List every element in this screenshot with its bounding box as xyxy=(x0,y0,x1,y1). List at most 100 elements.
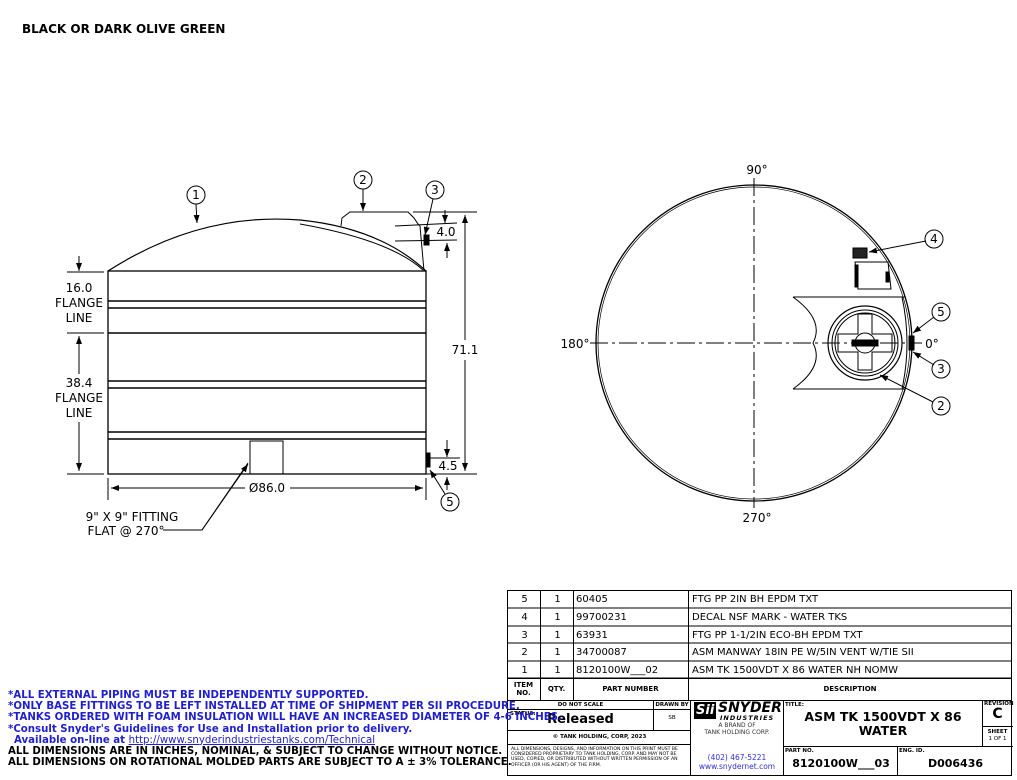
balloon-2-top xyxy=(931,396,951,416)
angle-180: 180° xyxy=(561,337,590,351)
balloon-5-label: 5 xyxy=(446,495,454,509)
nsf-decal xyxy=(852,247,868,259)
snyder-logo: Sii SNYDER INDUSTRIES xyxy=(694,700,782,722)
bom-cell-item: 5 xyxy=(521,594,528,605)
disclaimer: ALL DIMENSIONS, DESIGNS, AND INFORMATION… xyxy=(511,747,678,768)
manway-circle xyxy=(827,305,903,381)
bom-cell-part: 99700231 xyxy=(576,612,627,623)
logo-snyder: SNYDER xyxy=(718,700,782,716)
note-foam-insulation: *TANKS ORDERED WITH FOAM INSULATION WILL… xyxy=(8,712,562,724)
part-no-label: PART NO. xyxy=(785,748,814,754)
bom-cell-part: 34700087 xyxy=(576,647,627,658)
drawn-by-value: SB xyxy=(668,715,676,721)
bom-cell-desc: FTG PP 1-1/2IN ECO-BH EPDM TXT xyxy=(692,630,863,641)
balloon-5 xyxy=(440,492,460,512)
top-view xyxy=(590,178,951,508)
bom-header-qty: QTY. xyxy=(547,685,566,693)
balloon-1-label: 1 xyxy=(192,188,200,202)
balloon-5-top xyxy=(931,302,951,322)
balloon-1 xyxy=(186,185,206,205)
title-line-2: WATER xyxy=(858,723,908,738)
bom-cell-qty: 1 xyxy=(554,630,561,641)
bom-cell-part: 8120100W___02 xyxy=(576,665,659,676)
contact: (402) 467-5221 www.snydernet.com xyxy=(691,753,783,771)
general-notes: *ALL EXTERNAL PIPING MUST BE INDEPENDENT… xyxy=(8,690,562,768)
bom-cell-desc: FTG PP 2IN BH EPDM TXT xyxy=(692,594,819,605)
bom-cell-qty: 1 xyxy=(554,665,561,676)
angle-90: 90° xyxy=(746,163,767,177)
note-dimensions: ALL DIMENSIONS ARE IN INCHES, NOMINAL, &… xyxy=(8,746,503,758)
balloon-3-top xyxy=(931,359,951,379)
eng-id-value: D006436 xyxy=(927,757,984,770)
note-piping: *ALL EXTERNAL PIPING MUST BE INDEPENDENT… xyxy=(8,690,369,701)
bom-cell-qty: 1 xyxy=(554,612,561,623)
logo-sii: Sii xyxy=(694,702,717,719)
revision-value: C xyxy=(992,706,1003,722)
bom-cell-part: 63931 xyxy=(576,630,608,641)
note-tolerance: ALL DIMENSIONS ON ROTATIONAL MOLDED PART… xyxy=(8,757,512,769)
fitting-flat xyxy=(249,440,284,475)
balloon-2-label: 2 xyxy=(359,173,367,187)
drawing-views: 1 2 3 5 16.0 FLANGE LINE 38.4 FLANGE LIN… xyxy=(55,163,951,538)
dim-flange-bottom-l2: LINE xyxy=(66,406,93,420)
color-note: BLACK OR DARK OLIVE GREEN xyxy=(22,22,226,36)
fitting-note-l1: 9" X 9" FITTING xyxy=(86,510,179,524)
balloon-5-top-label: 5 xyxy=(937,305,945,319)
eng-id-label: ENG. ID. xyxy=(899,748,925,754)
dim-flange-top-l1: FLANGE xyxy=(55,296,103,310)
drawing-title: ASM TK 1500VDT X 86 WATER xyxy=(784,710,982,738)
dim-bottom-fitting: 4.5 xyxy=(438,459,457,473)
revision-label: REVISION xyxy=(984,701,1014,707)
bom-header-item: ITEM NO. xyxy=(513,681,534,697)
fitting-note-l2: FLAT @ 270° xyxy=(87,524,164,538)
title-label: TITLE: xyxy=(785,702,805,708)
title-line-1: ASM TK 1500VDT X 86 xyxy=(804,709,962,724)
dim-flange-top: 16.0 xyxy=(66,281,93,295)
balloon-2-top-label: 2 xyxy=(937,399,945,413)
brand-line-1: A BRAND OF xyxy=(718,722,756,729)
logo-industries: INDUSTRIES xyxy=(720,714,775,722)
manway-outline xyxy=(340,211,425,272)
sheet-value: 1 OF 1 xyxy=(988,736,1007,742)
dim-overall-height: 71.1 xyxy=(452,343,479,357)
status-label: STATUS: xyxy=(510,711,536,717)
dim-flange-bottom: 38.4 xyxy=(66,376,93,390)
do-not-scale: DO NOT SCALE xyxy=(557,702,604,708)
bom-header-desc: DESCRIPTION xyxy=(823,685,877,693)
bom-header-part: PART NUMBER xyxy=(602,685,659,693)
balloon-3-top-label: 3 xyxy=(937,362,945,376)
dim-flange-bottom-l1: FLANGE xyxy=(55,391,103,405)
available-prefix: Available on-line at xyxy=(14,734,126,746)
website-link[interactable]: www.snydernet.com xyxy=(698,762,776,771)
technical-link[interactable]: http://www.snyderindustriestanks.com/Tec… xyxy=(128,734,376,746)
note-base-fittings: *ONLY BASE FITTINGS TO BE LEFT INSTALLED… xyxy=(8,701,520,713)
bom-row: 3 1 63931 FTG PP 1-1/2IN ECO-BH EPDM TXT xyxy=(508,630,1013,647)
balloon-3-label: 3 xyxy=(431,183,439,197)
balloon-3 xyxy=(425,180,445,200)
tank-dome xyxy=(107,218,427,272)
note-available-online: Available on-line at http://www.snyderin… xyxy=(8,735,562,746)
balloon-4-label: 4 xyxy=(930,232,938,246)
bom-cell-item: 4 xyxy=(521,612,528,623)
bom-grid xyxy=(507,590,1012,701)
angle-0: 0° xyxy=(925,337,939,351)
bom-cell-part: 60405 xyxy=(576,594,608,605)
dim-diameter: Ø86.0 xyxy=(249,481,285,495)
sheet-label: SHEET xyxy=(987,729,1008,735)
bom-cell-desc: ASM MANWAY 18IN PE W/5IN VENT W/TIE SII xyxy=(692,647,914,658)
brand-of: A BRAND OF TANK HOLDING CORP. xyxy=(691,722,783,736)
bom-cell-qty: 1 xyxy=(554,594,561,605)
bom-cell-item: 3 xyxy=(521,630,528,641)
status-value: Released xyxy=(547,712,614,727)
drawn-by-label: DRAWN BY xyxy=(655,702,689,708)
dim-top-fitting: 4.0 xyxy=(436,225,455,239)
brand-line-2: TANK HOLDING CORP. xyxy=(704,728,770,736)
bom-cell-item: 1 xyxy=(521,665,528,676)
side-view xyxy=(67,170,477,531)
phone: (402) 467-5221 xyxy=(707,753,767,762)
bom-cell-qty: 1 xyxy=(554,647,561,658)
copyright: © TANK HOLDING, CORP, 2023 xyxy=(552,734,647,740)
